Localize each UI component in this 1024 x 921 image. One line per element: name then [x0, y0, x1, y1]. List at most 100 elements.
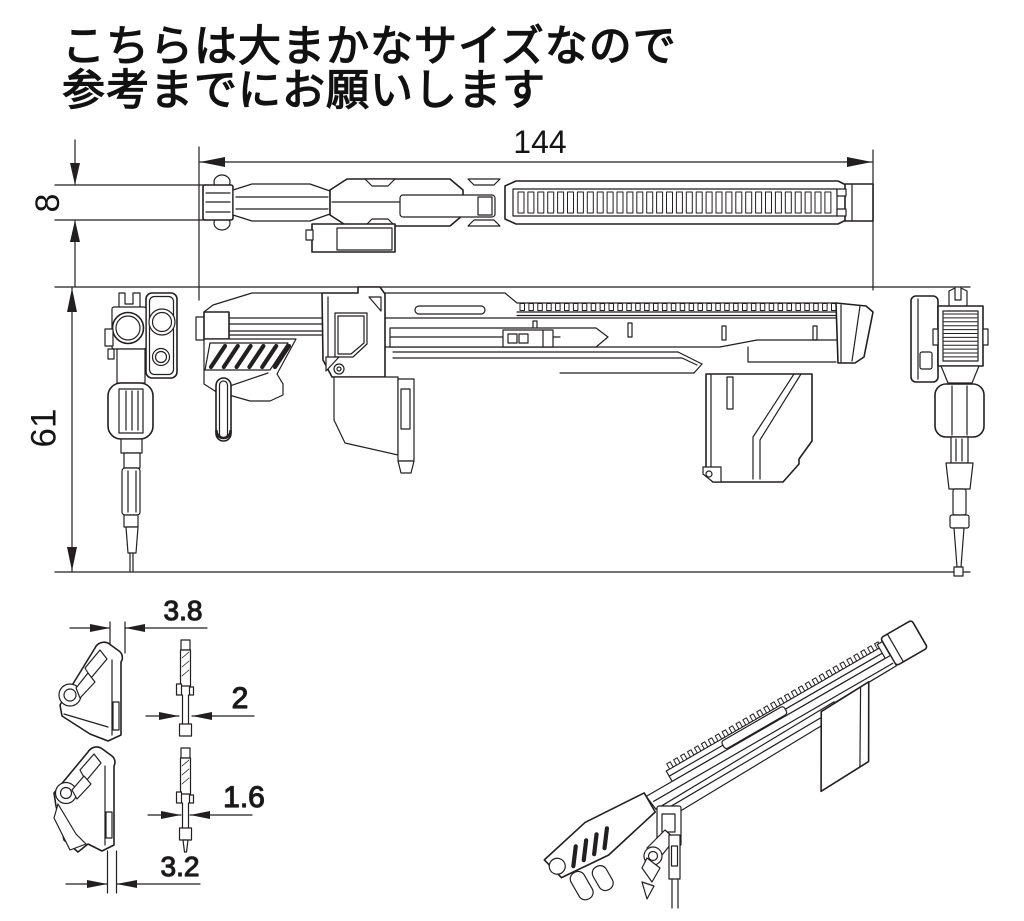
- butt-plate-hatch: [943, 313, 978, 358]
- note-line-2: 参考までにお願いします: [62, 68, 546, 115]
- rear-blade: [953, 527, 965, 568]
- dim-value-61: 61: [24, 409, 63, 448]
- rear-block: [949, 514, 970, 529]
- persp-tube-2: [591, 865, 614, 892]
- end-cap-tab-bottom: [836, 208, 847, 217]
- dim-bracket-bottom-width: 3.2: [65, 850, 201, 888]
- pin-taper: [182, 839, 189, 853]
- bracket-slot: [105, 811, 113, 839]
- detail-pin-top: [175, 639, 195, 737]
- window-latch: [477, 196, 493, 216]
- rail-end-cap: [844, 183, 874, 222]
- pin-upper: [179, 757, 192, 795]
- persp-knob: [548, 857, 566, 875]
- arrow-left: [200, 157, 225, 167]
- persp-bracket-slot: [670, 845, 679, 867]
- handle-window: [334, 312, 368, 358]
- arrow-up: [70, 220, 80, 242]
- perspective-view: [543, 620, 928, 909]
- note-text: こちらは大まかなサイズなので 参考までにお願いします: [62, 26, 677, 114]
- dim-top-height: 8: [29, 139, 208, 287]
- sling-pin-cap: [215, 429, 232, 440]
- bracket-pivot-inner: [63, 688, 77, 702]
- sight-ring-large-inner: [151, 311, 173, 333]
- magazine-accent-2: [759, 373, 802, 480]
- persp-hanging-bracket: [641, 829, 681, 909]
- detail-bracket-top: [58, 641, 124, 742]
- stock-hatch-strokes: [208, 343, 292, 370]
- ejection-window: [399, 194, 496, 218]
- persp-receiver: [645, 654, 898, 810]
- arrow-up: [67, 288, 77, 312]
- pin-tab-left: [175, 683, 183, 696]
- rear-tab-right: [982, 328, 989, 346]
- pin-upper: [179, 649, 192, 687]
- pin-head: [180, 747, 191, 759]
- rail-teeth: [519, 303, 837, 311]
- rear-rod: [952, 488, 967, 516]
- sight-ring-small-inner: [154, 350, 168, 364]
- dim-value-8: 8: [29, 194, 67, 213]
- arrow-down: [70, 163, 80, 185]
- arrow-left: [190, 811, 210, 819]
- arrow-left: [125, 624, 145, 632]
- magazine-corner-screw: [705, 470, 713, 478]
- front-tab-left: [104, 328, 114, 347]
- handle-window-inner: [337, 315, 365, 355]
- persp-stock-hatch: [571, 826, 610, 869]
- perspective-rifle-body: [543, 620, 928, 901]
- persp-magazine: [820, 680, 870, 793]
- grip-body: [333, 376, 399, 456]
- dim-pin-bottom-width: 1.6: [147, 780, 265, 819]
- arrow-right: [90, 624, 110, 632]
- persp-tower-window: [661, 813, 676, 833]
- stock-box: [203, 311, 230, 340]
- stock-top-edge: [203, 292, 323, 313]
- arrow-right: [847, 157, 872, 167]
- persp-bracket-foot: [641, 881, 655, 900]
- rear-prongs: [948, 287, 968, 310]
- rear-mag-notch: [919, 351, 933, 370]
- grip-slide-slot: [400, 388, 411, 430]
- barrel-housing: [232, 183, 331, 222]
- arrow-down: [67, 547, 77, 571]
- persp-tube-1: [569, 870, 594, 901]
- bracket-pivot-inner: [59, 786, 73, 800]
- rear-tab-left: [932, 328, 939, 346]
- grip-pivot-inner: [336, 366, 342, 372]
- stock-end-cap: [835, 302, 874, 364]
- muzzle-circle-inner: [115, 315, 141, 341]
- front-neck: [116, 348, 146, 384]
- control-button-1: [507, 333, 518, 344]
- detail-pin-bottom: [175, 747, 195, 853]
- front-prongs: [118, 292, 141, 314]
- rear-column: [950, 436, 969, 464]
- sling-pin-inner: [218, 380, 229, 439]
- arrow-right: [159, 712, 179, 720]
- pin-head: [180, 639, 191, 651]
- persp-stock: [543, 792, 657, 879]
- dim-bracket-top-width: 3.8: [69, 594, 208, 654]
- receiver-bump-top: [364, 178, 396, 187]
- pin-block: [178, 827, 193, 841]
- receiver-strip: [414, 305, 486, 315]
- persp-panel: [721, 706, 788, 750]
- side-view: [195, 286, 874, 483]
- receiver-tick-3: [721, 325, 727, 341]
- magazine-accent-1: [752, 373, 795, 480]
- receiver-tick-4: [812, 325, 818, 341]
- arrow-left: [192, 712, 212, 720]
- dim-value-1-6: 1.6: [223, 781, 265, 814]
- dim-value-3-2: 3.2: [161, 851, 200, 882]
- rear-grip-block: [945, 462, 974, 490]
- persp-bracket-leg: [641, 857, 661, 883]
- bracket-hole-2: [71, 775, 92, 800]
- receiver-tick-2: [627, 322, 633, 338]
- receiver-top-edge: [384, 292, 837, 304]
- bracket-hole-2: [75, 672, 96, 699]
- dim-pin-top-width: 2: [145, 681, 255, 720]
- arrow-right: [87, 880, 108, 888]
- bracket-outline: [59, 641, 124, 742]
